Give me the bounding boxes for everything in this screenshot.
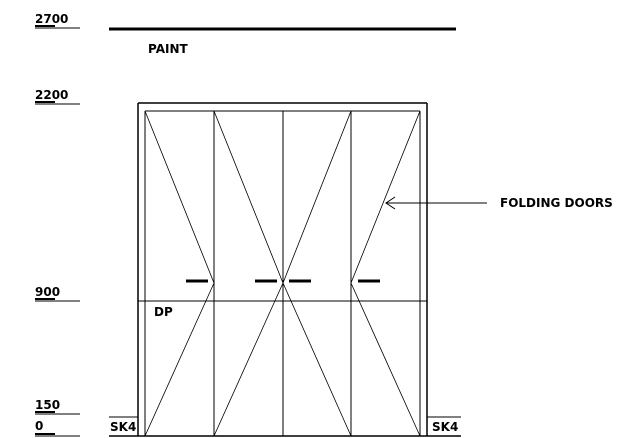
folding-doors-note: FOLDING DOORS <box>500 196 613 210</box>
level-label-150: 150 <box>35 398 60 412</box>
sk4-left-label: SK4 <box>110 420 136 434</box>
level-label-2200: 2200 <box>35 88 68 102</box>
level-label-900: 900 <box>35 285 60 299</box>
door-panel-1 <box>144 110 215 437</box>
door-frame <box>137 102 428 436</box>
level-label-2700: 2700 <box>35 12 68 26</box>
level-marker-2200: 2200 <box>35 88 80 105</box>
paint-note: PAINT <box>148 42 188 56</box>
door-panel-4 <box>350 110 421 437</box>
door-panel-3 <box>282 110 352 437</box>
dp-note: DP <box>154 305 173 319</box>
level-marker-150: 150 <box>35 398 80 415</box>
level-marker-900: 900 <box>35 285 80 302</box>
level-marker-0: 0 <box>35 419 80 437</box>
folding-doors-leader <box>385 196 487 210</box>
sk4-right-label: SK4 <box>432 420 458 434</box>
panel-dividers <box>213 111 352 436</box>
sk4-right-tag: SK4 <box>427 416 461 434</box>
sk4-left-tag: SK4 <box>109 416 138 434</box>
level-marker-2700: 2700 <box>35 12 80 29</box>
level-label-0: 0 <box>35 419 43 433</box>
door-panel-2 <box>213 110 284 437</box>
